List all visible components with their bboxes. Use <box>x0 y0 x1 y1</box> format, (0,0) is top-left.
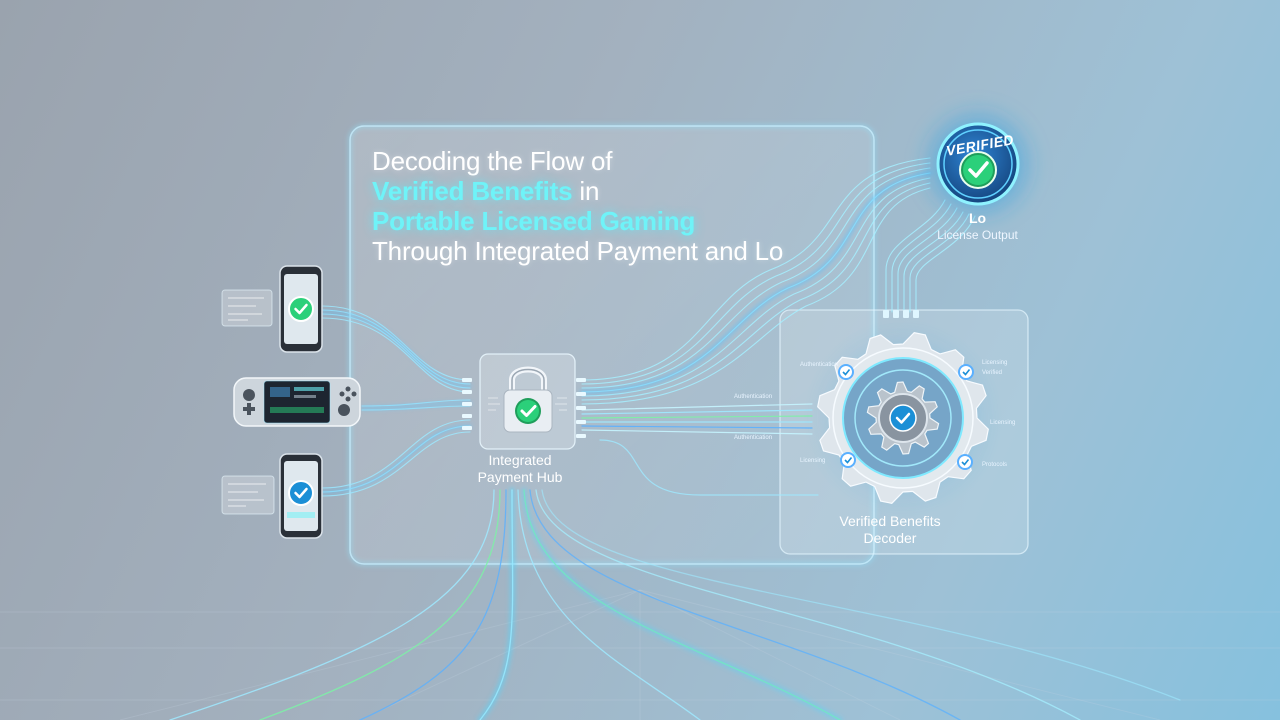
decoder-connector-pins <box>883 310 919 318</box>
payment-hub-label-line2: Payment Hub <box>477 469 563 485</box>
floor-grid <box>0 589 1280 720</box>
gear-check-icon <box>811 326 995 510</box>
phone-check-icon <box>221 265 323 353</box>
title-line-4: Through Integrated Payment and Lo <box>372 236 784 266</box>
title-accent-verified-benefits: Verified Benefits <box>372 176 573 206</box>
decoder-ring-nodes <box>838 364 974 470</box>
title-line-1: Decoding the Flow of <box>372 146 613 176</box>
hub-to-floor-flows <box>169 487 1181 720</box>
console-icon <box>233 377 361 427</box>
ring-label: Licensing <box>800 458 826 464</box>
hub-connector-pins <box>462 378 586 438</box>
decoder-label-line1: Verified Benefits <box>839 513 941 529</box>
hub-to-output-flows <box>580 157 932 405</box>
diagram-title: Decoding the Flow of Verified Benefits i… <box>372 146 842 266</box>
connector-label-lower: Authentication <box>734 435 773 441</box>
hub-to-decoder-flows <box>579 403 819 496</box>
padlock-check-icon <box>503 366 553 433</box>
license-output-title: Lo <box>968 210 987 226</box>
title-line-3: Portable Licensed Gaming <box>372 206 696 236</box>
title-line-2: Verified Benefits in <box>372 176 842 206</box>
connector-label-upper: Authentication <box>734 394 773 400</box>
ring-label: Licensing <box>982 360 1008 366</box>
payment-hub-label: Integrated Payment Hub <box>450 452 590 486</box>
decoder-label: Verified Benefits Decoder <box>800 513 980 547</box>
ring-label: Verified <box>982 370 1003 376</box>
license-output-sublabel: License Output <box>937 228 1018 242</box>
check-badge-icon <box>916 102 1040 226</box>
payment-hub-label-line1: Integrated <box>488 452 552 468</box>
payment-hub-card <box>479 353 576 450</box>
ring-label: Authentication <box>800 362 839 368</box>
phone-check-icon <box>221 453 323 539</box>
title-line-2-rest: in <box>572 176 600 206</box>
ring-label: Protocols <box>982 462 1008 468</box>
device-to-hub-flows <box>320 305 472 497</box>
ring-label: Licensing <box>990 420 1016 426</box>
decoder-label-line2: Decoder <box>863 530 917 546</box>
